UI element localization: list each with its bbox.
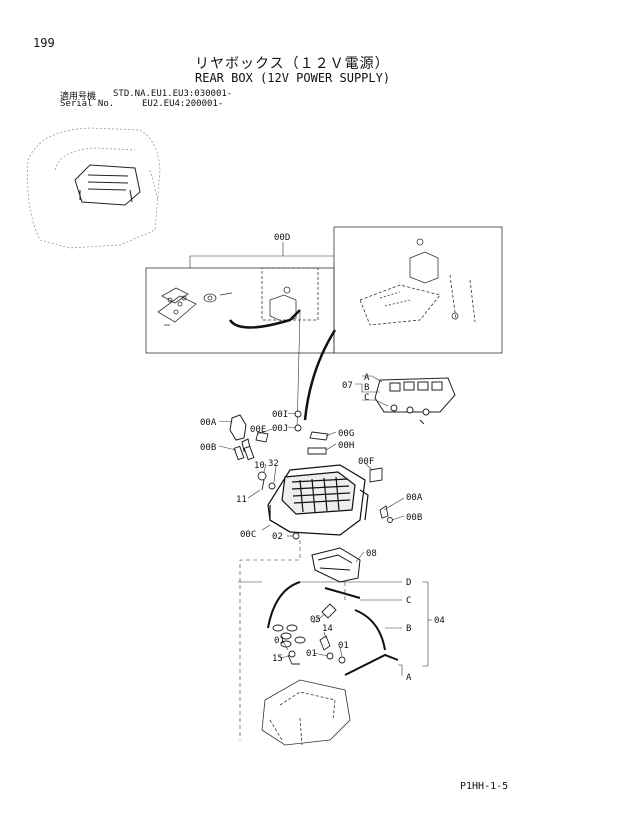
rear-box-housing bbox=[267, 464, 369, 536]
harness-thin-leader bbox=[296, 311, 301, 431]
callout-11: 11 bbox=[236, 495, 247, 505]
callout-01-left: 01 bbox=[274, 636, 285, 646]
callout-08: 08 bbox=[366, 549, 377, 559]
callout-00C: 00C bbox=[240, 530, 256, 540]
cover-plate-08 bbox=[311, 547, 361, 583]
harness-04 bbox=[267, 581, 399, 676]
callout-01-right: 01 bbox=[338, 641, 349, 651]
figure-code: P1HH-1-5 bbox=[460, 781, 509, 792]
base-frame bbox=[261, 679, 351, 746]
callout-00F: 00F bbox=[358, 457, 374, 467]
callout-01-mid: 01 bbox=[306, 649, 317, 659]
fuse-connectors bbox=[272, 603, 346, 665]
callout-00H: 00H bbox=[338, 441, 354, 451]
callout-00I: 00I bbox=[272, 410, 288, 420]
callout-00A-right: 00A bbox=[406, 493, 423, 503]
rear-box-highlight-thumbnail bbox=[74, 164, 141, 206]
serial-label-english: Serial No. bbox=[60, 99, 115, 109]
harness-leaders bbox=[238, 581, 432, 676]
serial-range-1: STD.NA.EU1.EU3:030001- bbox=[113, 89, 233, 99]
callout-07: 07 bbox=[342, 381, 353, 391]
callout-A: A bbox=[406, 673, 412, 683]
leader-lines-00D bbox=[189, 242, 334, 268]
title-english: REAR BOX (12V POWER SUPPLY) bbox=[195, 71, 391, 85]
callout-00J: 00J bbox=[272, 424, 288, 434]
serial-label-japanese: 適用号機 bbox=[60, 92, 97, 102]
machine-location-thumbnail bbox=[27, 127, 161, 249]
title-japanese: リヤボックス（１２Ｖ電源） bbox=[195, 56, 390, 72]
assembly-frame bbox=[239, 540, 346, 740]
callout-10: 10 bbox=[254, 461, 265, 471]
switch-panel-07 bbox=[374, 377, 456, 425]
callout-leaders bbox=[218, 375, 405, 659]
callout-02: 02 bbox=[272, 532, 283, 542]
callout-00A-left: 00A bbox=[200, 418, 217, 428]
callout-00D: 00D bbox=[274, 233, 290, 243]
callout-07-C: C bbox=[364, 393, 369, 403]
page-number: 199 bbox=[33, 36, 55, 50]
wiring-harness bbox=[228, 309, 337, 421]
callout-15: 15 bbox=[272, 654, 283, 664]
serial-range-2: EU2.EU4:200001- bbox=[142, 99, 224, 109]
callout-07-A: A bbox=[364, 373, 370, 383]
callout-00B-right: 00B bbox=[406, 513, 422, 523]
callout-14: 14 bbox=[322, 624, 333, 634]
detail-box-mounting-plate bbox=[145, 267, 335, 354]
callout-05: 05 bbox=[310, 615, 321, 625]
callout-04: 04 bbox=[434, 616, 445, 626]
callout-00G: 00G bbox=[338, 429, 354, 439]
callout-00E: 00E bbox=[250, 425, 266, 435]
clamp-left bbox=[229, 414, 255, 461]
small-hardware bbox=[255, 410, 393, 540]
callout-32: 32 bbox=[268, 459, 279, 469]
callout-D: D bbox=[406, 578, 411, 588]
callout-00B-left: 00B bbox=[200, 443, 216, 453]
detail-box-bracket bbox=[333, 226, 503, 354]
callout-B: B bbox=[406, 624, 411, 634]
callout-C: C bbox=[406, 596, 411, 606]
callout-07-B: B bbox=[364, 383, 369, 393]
